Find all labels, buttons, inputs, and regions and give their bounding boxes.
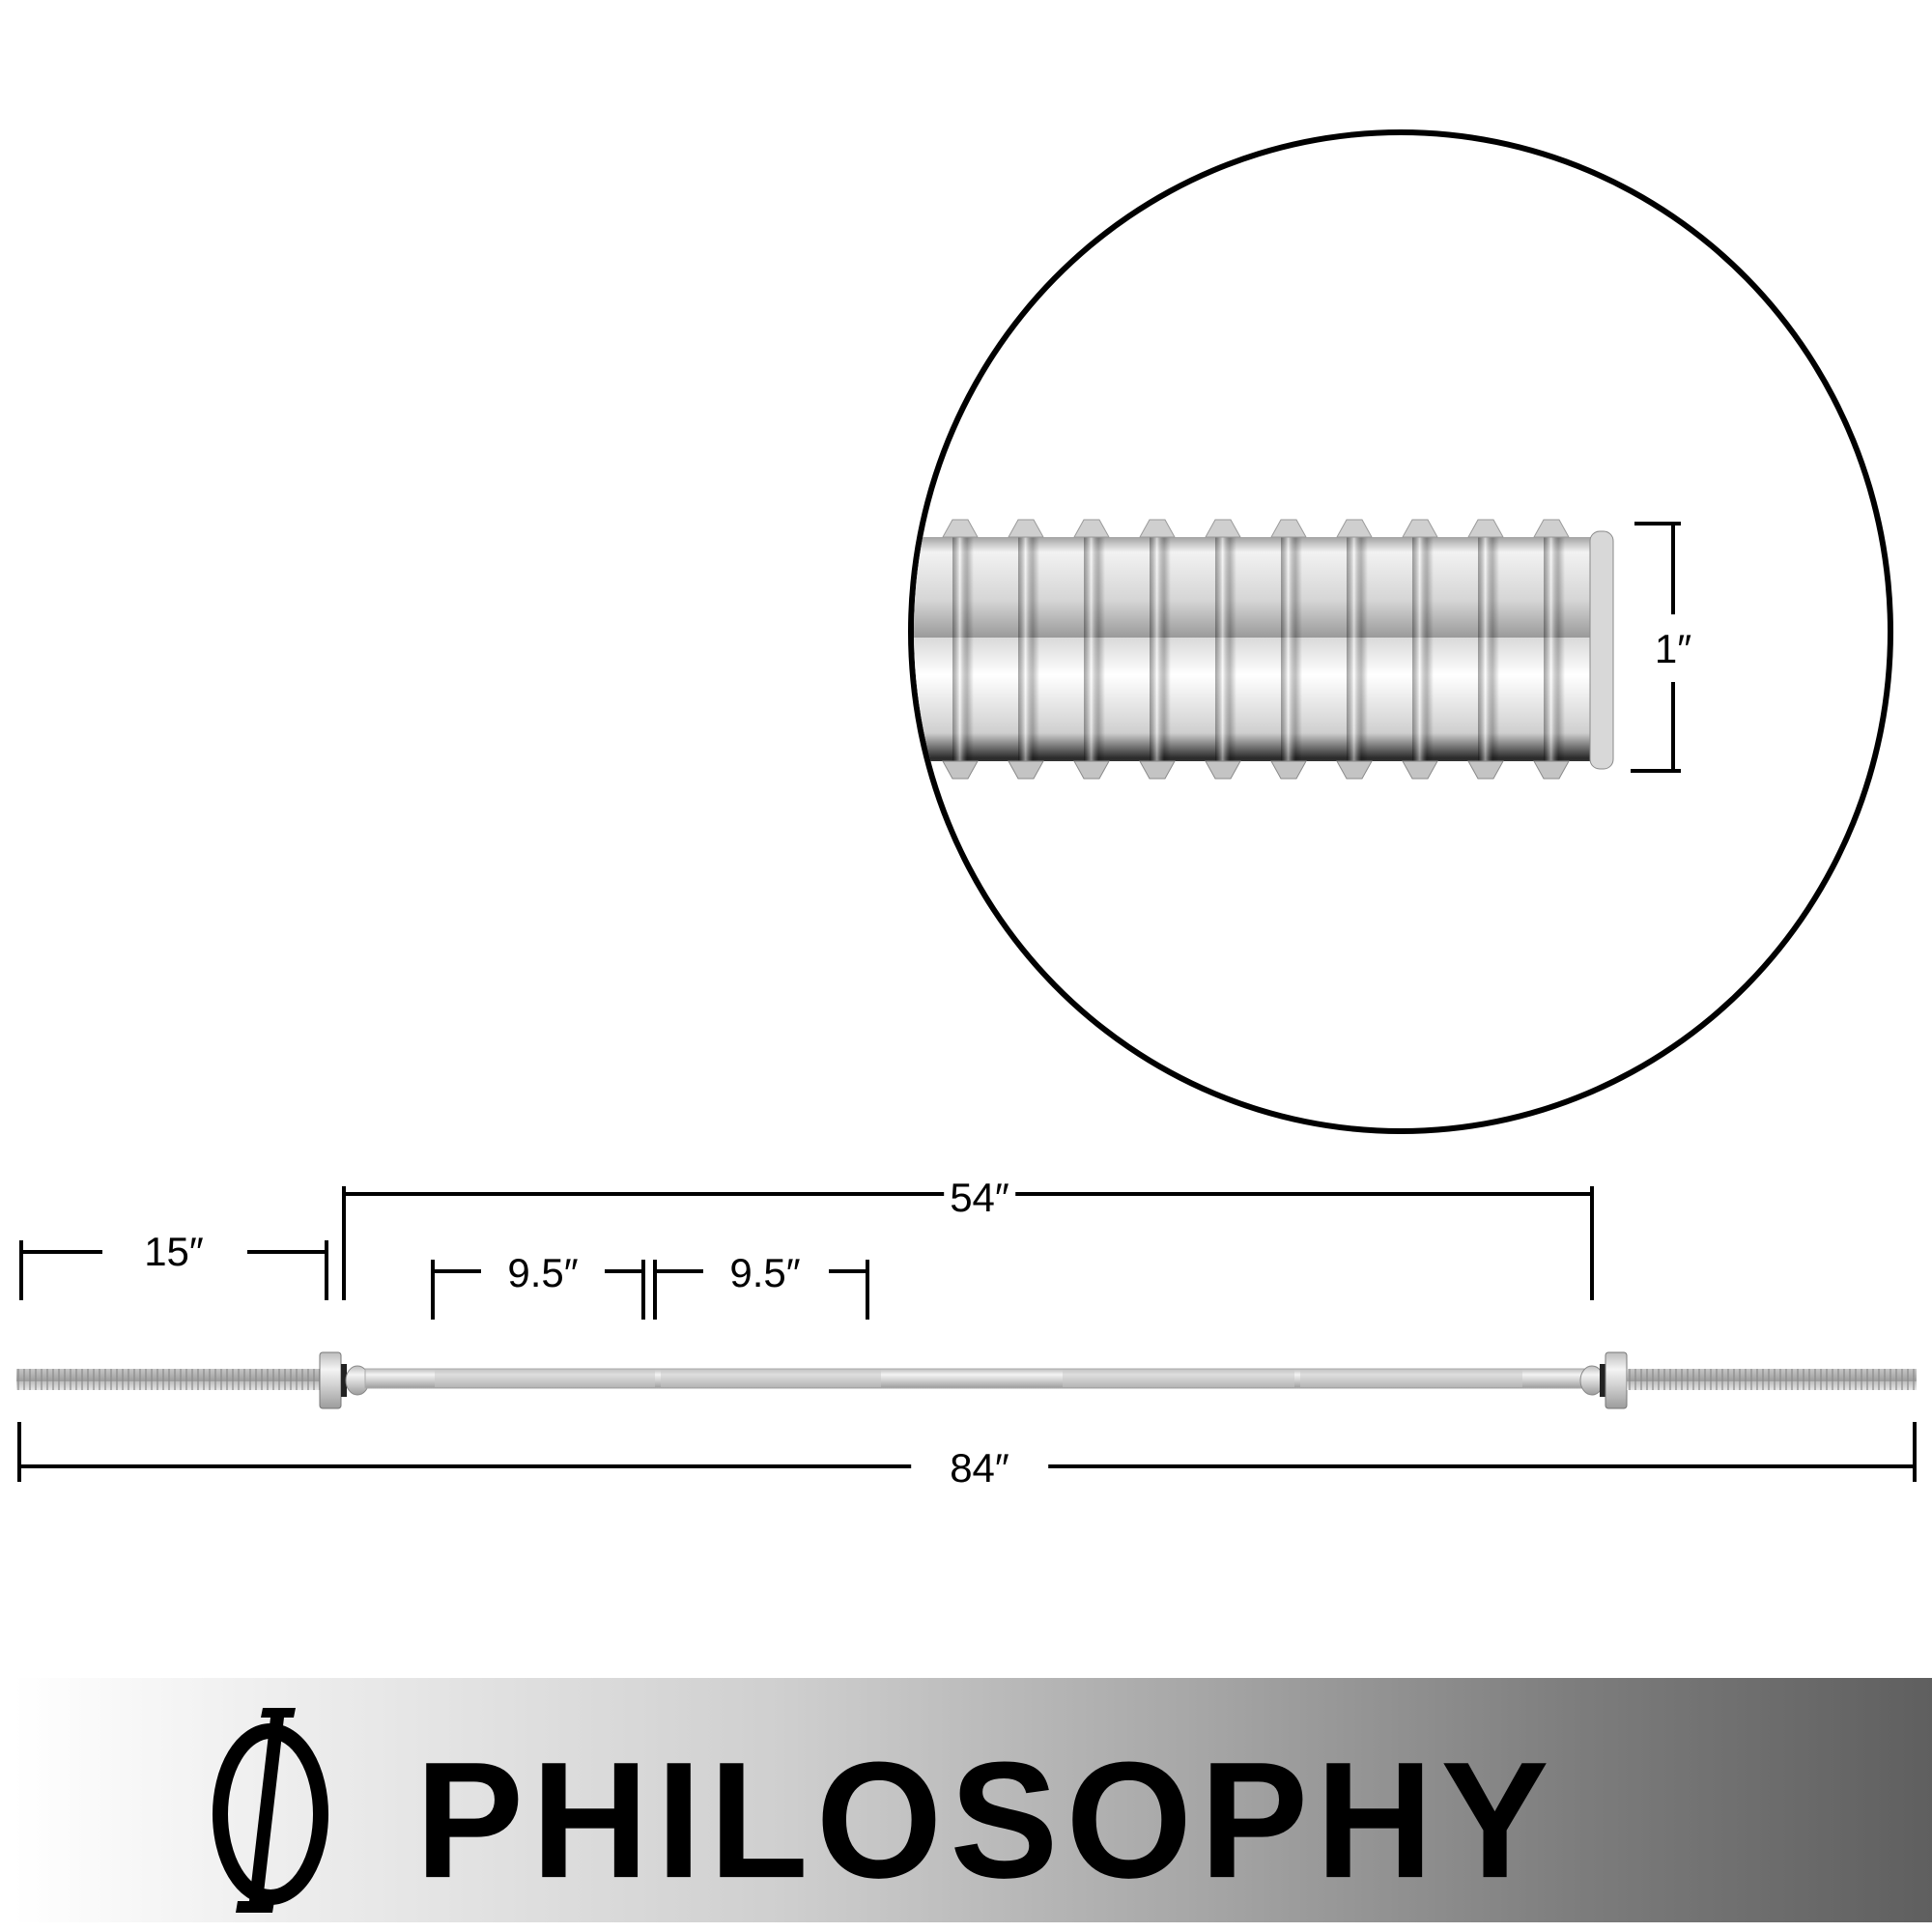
dim-line-95b-right — [829, 1269, 867, 1273]
dim-tick-95b-right — [866, 1260, 869, 1320]
diameter-label: 1″ — [1654, 626, 1692, 671]
dim-line-15-right — [247, 1250, 328, 1254]
thread-detail-circle: 1″ — [908, 129, 1893, 1134]
inner-length-label: 54″ — [944, 1178, 1015, 1218]
dim-tick-54-right — [1590, 1186, 1594, 1300]
dim-line-95b-left — [653, 1269, 703, 1273]
right-collar — [1605, 1351, 1628, 1409]
dim-tick-15-left — [19, 1240, 23, 1300]
dim-line-15-left — [19, 1250, 102, 1254]
dim-tick-95a-right — [641, 1260, 645, 1320]
dim-line-95a-left — [431, 1269, 481, 1273]
threaded-sleeve-closeup — [914, 519, 1681, 780]
dim-tick-15-right — [325, 1240, 328, 1300]
grip-segment-right-label: 9.5″ — [724, 1253, 807, 1293]
grip-segment-left-label: 9.5″ — [501, 1253, 584, 1293]
dim-tick-54-left — [342, 1186, 346, 1300]
dim-tick-95a-left — [431, 1260, 435, 1320]
dim-line-95a-right — [605, 1269, 643, 1273]
dim-tick-84-left — [17, 1422, 21, 1482]
sleeve-length-label: 15″ — [138, 1232, 210, 1272]
right-threaded-sleeve — [1627, 1369, 1917, 1390]
dim-tick-84-right — [1913, 1422, 1917, 1482]
dim-tick-95b-left — [653, 1260, 657, 1320]
barbell-illustration — [16, 1351, 1917, 1409]
left-threaded-sleeve — [16, 1369, 322, 1390]
philosophy-logo-icon — [213, 1708, 328, 1913]
brand-name: PHILOSOPHY — [415, 1727, 1557, 1913]
dimension-tick-top — [1634, 522, 1681, 526]
overall-length-label: 84″ — [911, 1448, 1048, 1489]
left-collar — [319, 1351, 342, 1409]
brand-banner — [14, 1678, 1932, 1922]
dimension-tick-bottom — [1631, 769, 1681, 773]
